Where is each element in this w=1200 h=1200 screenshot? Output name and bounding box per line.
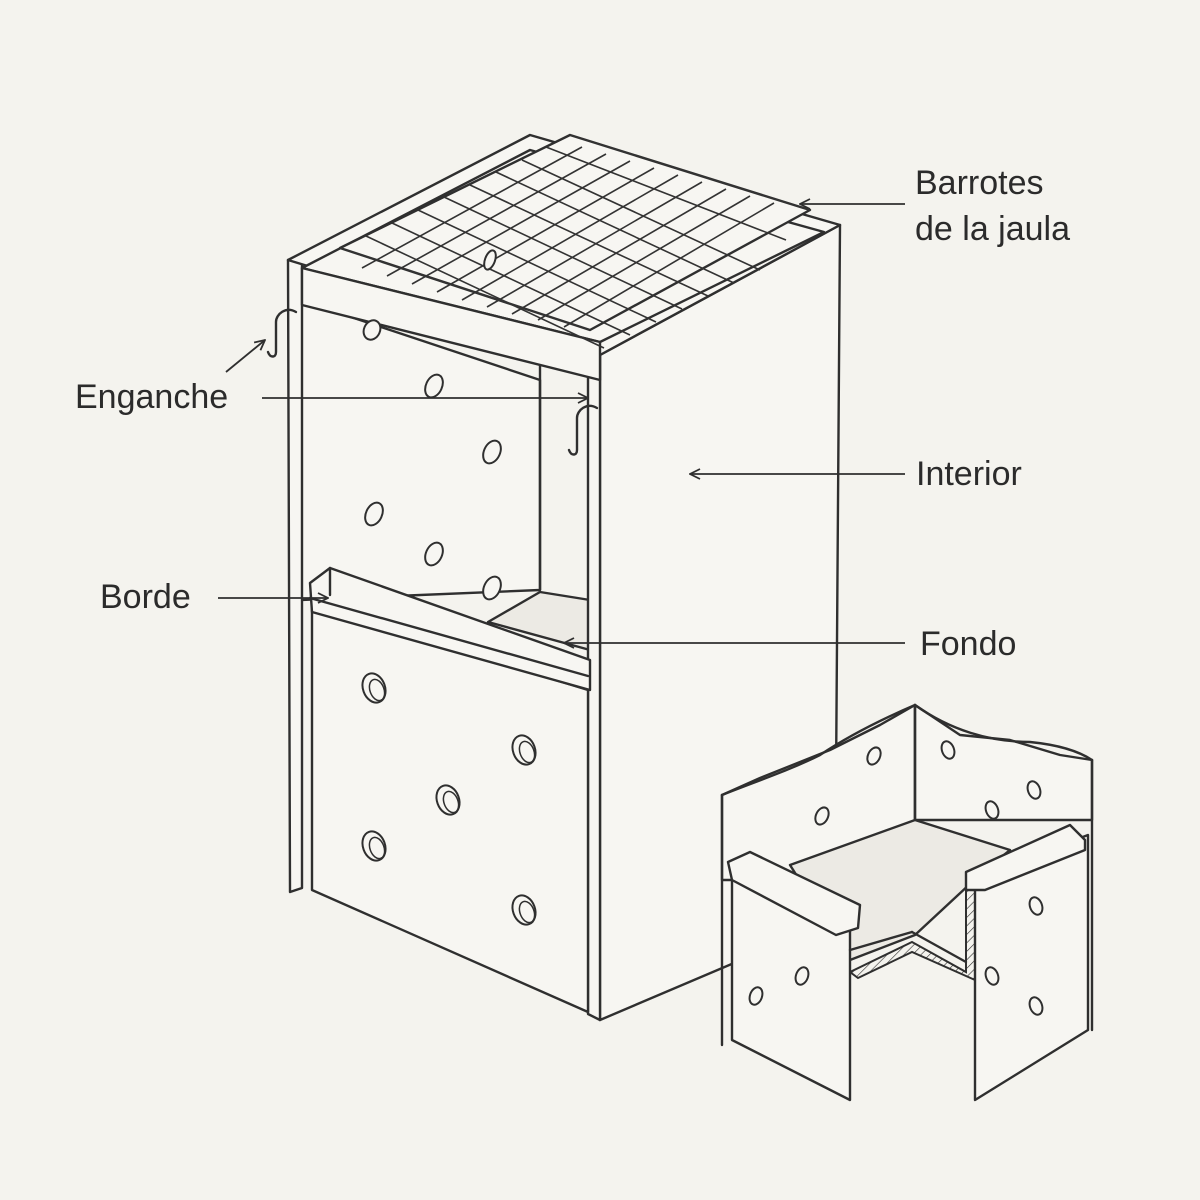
small-holes [748, 740, 1044, 1016]
hook-right-icon [567, 404, 599, 456]
front-holes [361, 672, 537, 926]
interior-holes [362, 319, 502, 601]
enganche-arrow-left [225, 340, 265, 373]
label-interior: Interior [916, 455, 1022, 493]
small-cross-section [849, 889, 976, 982]
large-box [266, 133, 842, 1022]
label-borde: Borde [100, 578, 191, 616]
small-box [720, 703, 1094, 1102]
hook-left-icon [266, 308, 298, 358]
front-rim [308, 566, 592, 692]
left-post [286, 253, 304, 894]
cage-bars [338, 133, 812, 349]
label-barrotes: Barrotes de la jaula [915, 164, 1071, 248]
label-enganche: Enganche [75, 378, 229, 416]
small-right-back-wall [913, 703, 1094, 822]
label-fondo: Fondo [920, 625, 1017, 663]
small-left-rim [726, 850, 862, 937]
top-front-beam [300, 266, 602, 382]
